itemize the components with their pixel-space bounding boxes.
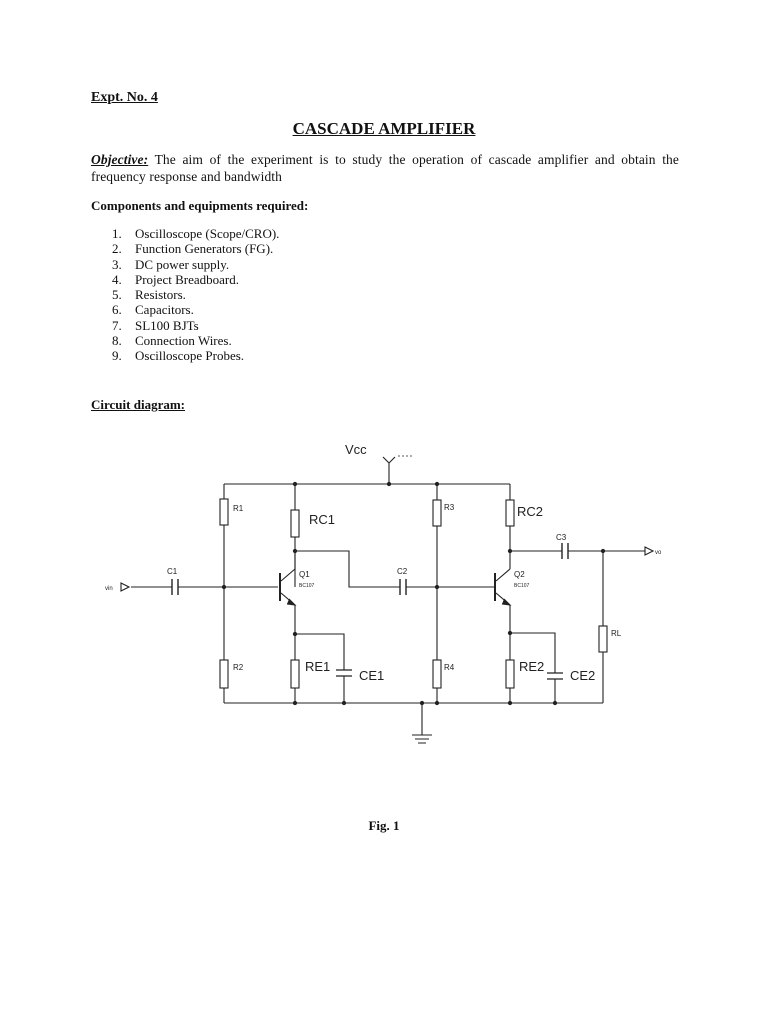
transistor-q2 (494, 568, 512, 606)
capacitor-ce2 (547, 672, 563, 680)
list-item: 6.Capacitors. (112, 302, 194, 318)
label-vo: vo (655, 550, 662, 556)
list-item: 9.Oscilloscope Probes. (112, 348, 245, 364)
components-list: 1.Oscilloscope (Scope/CRO). 2.Function G… (112, 226, 279, 364)
label-r2: R2 (233, 663, 244, 672)
label-vin: vin (105, 586, 113, 592)
capacitor-c1 (171, 579, 179, 595)
resistor-r4 (432, 659, 442, 689)
label-re2: RE2 (519, 659, 544, 674)
label-q1: Q1 (299, 570, 310, 579)
ground-symbol (412, 700, 432, 744)
capacitor-c3 (561, 543, 569, 559)
label-q2-part: BC107 (514, 583, 530, 589)
resistor-re2 (505, 659, 515, 689)
label-vcc: Vcc (345, 442, 367, 457)
resistor-rc2 (505, 499, 515, 527)
label-rc2: RC2 (517, 504, 543, 519)
experiment-number: Expt. No. 4 (91, 90, 158, 105)
label-ce2: CE2 (570, 668, 595, 683)
label-c2: C2 (397, 567, 408, 576)
resistor-r1 (219, 498, 229, 526)
resistor-rc1 (290, 509, 300, 538)
page-title: CASCADE AMPLIFIER (292, 119, 476, 138)
input-arrow-icon (120, 582, 131, 592)
objective-text: The aim of the experiment is to study th… (91, 152, 679, 184)
capacitor-c2 (399, 579, 407, 595)
label-rl: RL (611, 629, 622, 638)
list-item: 4.Project Breadboard. (112, 271, 239, 287)
label-q2: Q2 (514, 570, 525, 579)
figure-caption: Fig. 1 (368, 818, 400, 833)
label-r3: R3 (444, 503, 455, 512)
list-item: 2.Function Generators (FG). (112, 241, 274, 257)
resistor-re1 (290, 659, 300, 689)
label-c1: C1 (167, 567, 178, 576)
list-item: 1.Oscilloscope (Scope/CRO). (112, 226, 280, 241)
list-item: 8.Connection Wires. (112, 333, 232, 349)
label-q1-part: BC107 (299, 583, 315, 589)
label-re1: RE1 (305, 659, 330, 674)
objective-label: Objective: (91, 152, 149, 167)
circuit-heading: Circuit diagram: (91, 397, 185, 412)
output-arrow-icon (644, 546, 655, 556)
resistor-r3 (432, 499, 442, 527)
resistor-rl (598, 625, 608, 653)
resistor-r2 (219, 659, 229, 689)
list-item: 7.SL100 BJTs (112, 317, 199, 333)
label-r1: R1 (233, 504, 244, 513)
objective-paragraph: Objective: The aim of the experiment is … (91, 151, 679, 185)
transistor-q1 (279, 568, 297, 606)
list-item: 3.DC power supply. (112, 256, 230, 272)
list-item: 5.Resistors. (112, 287, 186, 303)
label-r4: R4 (444, 663, 455, 672)
capacitor-ce1 (336, 669, 352, 677)
label-ce1: CE1 (359, 668, 384, 683)
components-heading: Components and equipments required: (91, 198, 309, 213)
label-c3: C3 (556, 533, 567, 542)
label-rc1: RC1 (309, 512, 335, 527)
vcc-terminal (382, 455, 412, 487)
